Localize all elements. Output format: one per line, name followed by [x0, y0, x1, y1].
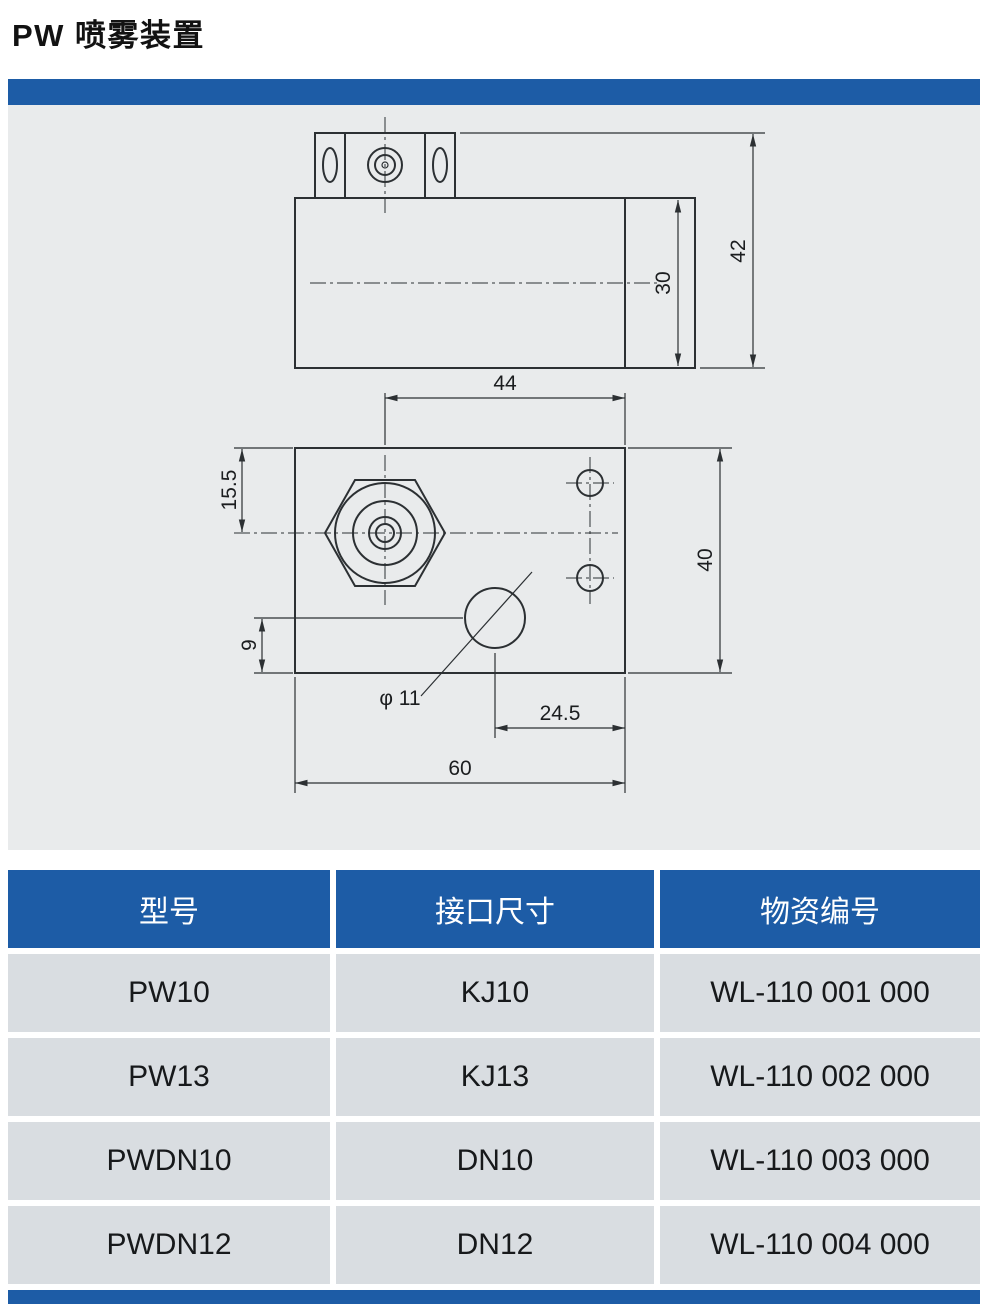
dimension-24-5: 24.5	[494, 653, 626, 793]
cell-interface-row4: DN12	[336, 1206, 654, 1284]
spec-table-header-interface-size: 接口尺寸	[336, 870, 654, 948]
body-outline	[294, 197, 696, 369]
cell-part-number-row2: WL-110 002 000	[660, 1038, 980, 1116]
dim-15-5-label: 15.5	[218, 470, 241, 511]
cell-part-number-row3: WL-110 003 000	[660, 1122, 980, 1200]
spec-table: 型号 接口尺寸 物资编号 PW10 KJ10 WL-110 001 000 PW…	[8, 870, 980, 1284]
side-view: 30 42	[294, 117, 765, 369]
cell-model-row3: PWDN10	[8, 1122, 330, 1200]
dim-40-label: 40	[694, 548, 717, 571]
cell-model-row1: PW10	[8, 954, 330, 1032]
cell-interface-row3: DN10	[336, 1122, 654, 1200]
technical-drawing-panel: 30 42	[8, 105, 980, 850]
spec-table-header-part-number: 物资编号	[660, 870, 980, 948]
bottom-accent-bar	[8, 1290, 980, 1304]
cell-part-number-row1: WL-110 001 000	[660, 954, 980, 1032]
dimension-drawing: 30 42	[218, 117, 765, 793]
slot-hole-left	[322, 147, 338, 183]
dimension-42: 42	[460, 132, 765, 369]
dimension-60: 60	[294, 677, 625, 793]
dim-24-5-label: 24.5	[540, 702, 581, 725]
dim-42-label: 42	[727, 239, 750, 262]
dim-9-label: 9	[238, 639, 261, 651]
cell-model-row2: PW13	[8, 1038, 330, 1116]
dim-phi11-label: φ 11	[379, 687, 420, 710]
dimension-9: 9	[238, 617, 463, 674]
spec-table-header-model: 型号	[8, 870, 330, 948]
dim-60-label: 60	[448, 757, 471, 780]
slot-hole-right	[432, 147, 448, 183]
dim-30-label: 30	[652, 271, 675, 294]
cell-interface-row2: KJ13	[336, 1038, 654, 1116]
catalog-page: PW 喷雾装置	[0, 10, 988, 1304]
page-title: PW 喷雾装置	[12, 18, 206, 53]
phi11-leader-line	[420, 571, 533, 697]
cell-model-row4: PWDN12	[8, 1206, 330, 1284]
dimension-30: 30	[652, 200, 682, 366]
top-accent-bar	[8, 79, 980, 105]
cell-part-number-row4: WL-110 004 000	[660, 1206, 980, 1284]
dimension-44: 44	[384, 372, 626, 445]
phi11-hole	[464, 587, 526, 649]
plan-view: φ 11 44 15.5	[218, 372, 732, 793]
plate-outline	[294, 447, 626, 674]
cell-interface-row1: KJ10	[336, 954, 654, 1032]
dimension-40: 40	[628, 447, 732, 674]
dim-44-label: 44	[493, 372, 517, 395]
dimension-15-5: 15.5	[218, 447, 293, 532]
